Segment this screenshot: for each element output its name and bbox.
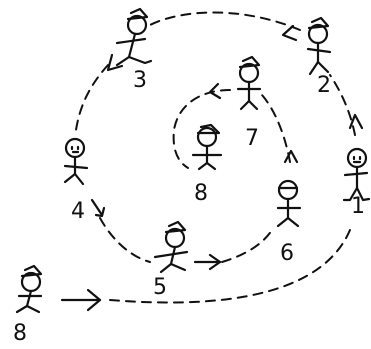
arrow-up-6-icon — [283, 149, 299, 164]
figure-3 — [115, 7, 153, 67]
station-label-8-inner: 8 — [194, 181, 208, 206]
arrow-up-1-icon — [348, 113, 364, 130]
station-label-4: 4 — [71, 199, 85, 224]
station-label-8-start: 8 — [13, 321, 27, 346]
station-label-1: 1 — [351, 194, 365, 219]
figure-7 — [236, 55, 262, 111]
figure-1 — [342, 147, 371, 202]
arrow-down-3-icon — [106, 53, 124, 72]
station-label-7: 7 — [245, 126, 259, 151]
path-1-to-2 — [329, 74, 356, 136]
path-3-to-4 — [75, 64, 109, 131]
path-5-to-6 — [221, 229, 273, 263]
path-6-to-7 — [261, 94, 291, 163]
stick-figures — [15, 7, 371, 314]
station-label-6: 6 — [280, 241, 294, 266]
figure-6 — [276, 179, 302, 228]
direction-arrows — [60, 24, 364, 312]
path-7-to-8 — [172, 89, 231, 169]
path-4-to-5 — [99, 217, 151, 263]
arrow-left-2-icon — [281, 24, 298, 42]
arrow-start-icon — [60, 288, 102, 312]
path-2-to-3 — [149, 11, 301, 31]
arrow-down-4-icon — [90, 198, 106, 218]
station-label-2: 2 — [317, 73, 331, 98]
figure-8-start — [15, 264, 43, 314]
figure-4 — [63, 137, 89, 186]
figure-5 — [153, 220, 189, 274]
station-labels: 1 2 3 4 5 6 7 8 8 — [13, 68, 365, 346]
arrow-left-7-icon — [208, 82, 222, 100]
figure-8-inner — [191, 123, 223, 171]
station-label-3: 3 — [133, 68, 147, 93]
station-label-5: 5 — [153, 275, 167, 300]
figure-2 — [306, 16, 332, 76]
arrow-right-5-icon — [193, 253, 222, 271]
path-start-to-1 — [109, 229, 351, 304]
